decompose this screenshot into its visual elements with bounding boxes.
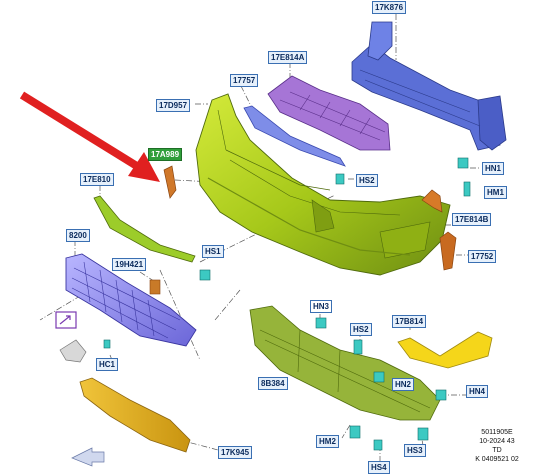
label-17k945[interactable]: 17K945 xyxy=(218,446,253,459)
lower-strip xyxy=(93,195,196,263)
lamp-trim xyxy=(397,331,493,369)
footer-td: TD xyxy=(492,447,502,454)
label-8b384[interactable]: 8B384 xyxy=(258,377,288,390)
label-hs2[interactable]: HS2 xyxy=(356,174,378,187)
label-17e814b[interactable]: 17E814B xyxy=(452,213,492,226)
label-hm1[interactable]: HM1 xyxy=(484,186,507,199)
side-bracket-right xyxy=(421,189,443,213)
label-hm2[interactable]: HM2 xyxy=(316,435,339,448)
fastener-icon xyxy=(103,157,471,451)
label-hs1[interactable]: HS1 xyxy=(202,245,224,258)
label-hn4[interactable]: HN4 xyxy=(466,385,489,398)
label-17e814a[interactable]: 17E814A xyxy=(268,51,308,64)
label-17e810[interactable]: 17E810 xyxy=(80,173,114,186)
footer-code: 5011905E xyxy=(481,429,513,436)
label-17757[interactable]: 17757 xyxy=(230,74,259,87)
label-8200[interactable]: 8200 xyxy=(66,229,90,242)
label-hc1[interactable]: HC1 xyxy=(96,358,119,371)
bumper-reinforcement xyxy=(351,21,507,151)
label-hn2[interactable]: HN2 xyxy=(392,378,415,391)
label-19h421[interactable]: 19H421 xyxy=(112,258,147,271)
footer-date: 10-2024 43 xyxy=(479,438,515,445)
upper-strip xyxy=(243,105,346,167)
label-hn1[interactable]: HN1 xyxy=(482,162,505,175)
label-17752[interactable]: 17752 xyxy=(468,250,497,263)
footer-reference: 5011905E 10-2024 43 TD K 0409521 02 xyxy=(462,428,532,464)
label-17d957[interactable]: 17D957 xyxy=(156,99,191,112)
skid-plate xyxy=(79,377,191,453)
undertray xyxy=(249,305,441,421)
bracket-17a989 xyxy=(163,165,177,199)
red-pointer-arrow xyxy=(19,91,160,182)
label-hs4[interactable]: HS4 xyxy=(368,461,390,474)
footer-ref: K 0409521 02 xyxy=(475,456,519,463)
energy-absorber xyxy=(267,75,391,151)
label-17k876[interactable]: 17K876 xyxy=(372,1,407,14)
direction-arrow-icon xyxy=(71,447,105,467)
label-hn3[interactable]: HN3 xyxy=(310,300,333,313)
label-17a989[interactable]: 17A989 xyxy=(148,148,183,161)
grille xyxy=(65,253,197,347)
label-17b814[interactable]: 17B814 xyxy=(392,315,427,328)
open-part-icon xyxy=(55,311,77,329)
fog-lamp-cover xyxy=(59,339,87,363)
side-bracket-17752 xyxy=(439,231,457,271)
label-hs3[interactable]: HS3 xyxy=(404,444,426,457)
label-hs2-lower[interactable]: HS2 xyxy=(350,323,372,336)
